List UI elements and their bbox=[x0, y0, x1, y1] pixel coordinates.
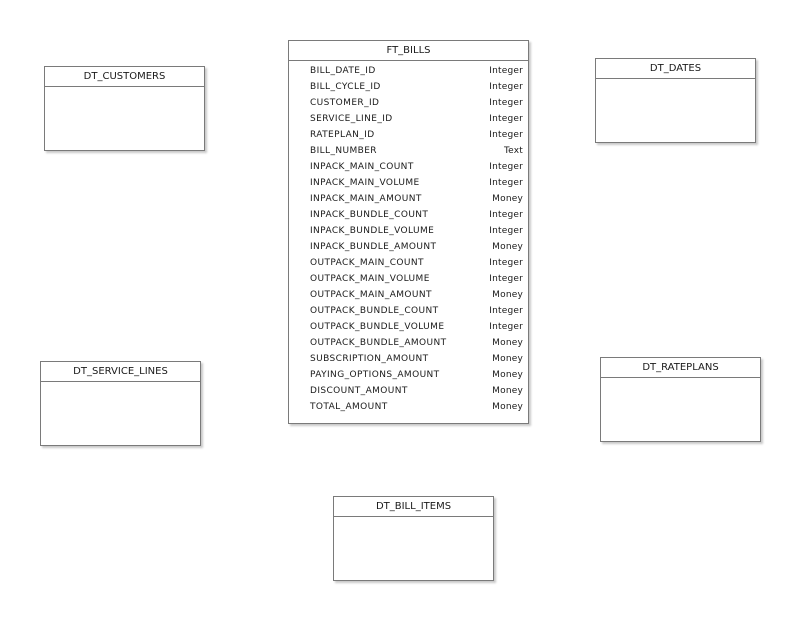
field-name: INPACK_MAIN_VOLUME bbox=[310, 178, 420, 188]
field-row[interactable]: INPACK_MAIN_AMOUNT Money bbox=[289, 191, 528, 207]
field-row[interactable]: CUSTOMER_ID Integer bbox=[289, 95, 528, 111]
field-row[interactable]: INPACK_MAIN_COUNT Integer bbox=[289, 159, 528, 175]
field-row[interactable]: BILL_DATE_ID Integer bbox=[289, 63, 528, 79]
field-type: Integer bbox=[489, 66, 523, 76]
field-name: SUBSCRIPTION_AMOUNT bbox=[310, 354, 429, 364]
entity-title-dt-rateplans: DT_RATEPLANS bbox=[601, 358, 760, 378]
field-row[interactable]: OUTPACK_MAIN_COUNT Integer bbox=[289, 255, 528, 271]
field-row[interactable]: BILL_NUMBER Text bbox=[289, 143, 528, 159]
field-name: SERVICE_LINE_ID bbox=[310, 114, 393, 124]
entity-title-dt-service-lines: DT_SERVICE_LINES bbox=[41, 362, 200, 382]
entity-dt-dates[interactable]: DT_DATES bbox=[595, 58, 756, 143]
field-type: Integer bbox=[489, 258, 523, 268]
field-name: DISCOUNT_AMOUNT bbox=[310, 386, 408, 396]
field-name: INPACK_BUNDLE_COUNT bbox=[310, 210, 429, 220]
field-row[interactable]: RATEPLAN_ID Integer bbox=[289, 127, 528, 143]
field-type: Money bbox=[492, 402, 523, 412]
field-row[interactable]: DISCOUNT_AMOUNT Money bbox=[289, 383, 528, 399]
entity-dt-service-lines[interactable]: DT_SERVICE_LINES bbox=[40, 361, 201, 446]
field-name: OUTPACK_BUNDLE_VOLUME bbox=[310, 322, 445, 332]
field-name: OUTPACK_MAIN_VOLUME bbox=[310, 274, 430, 284]
field-row[interactable]: SUBSCRIPTION_AMOUNT Money bbox=[289, 351, 528, 367]
field-row[interactable]: INPACK_MAIN_VOLUME Integer bbox=[289, 175, 528, 191]
field-row[interactable]: PAYING_OPTIONS_AMOUNT Money bbox=[289, 367, 528, 383]
entity-dt-rateplans[interactable]: DT_RATEPLANS bbox=[600, 357, 761, 442]
field-type: Money bbox=[492, 242, 523, 252]
field-row[interactable]: OUTPACK_BUNDLE_VOLUME Integer bbox=[289, 319, 528, 335]
field-name: BILL_NUMBER bbox=[310, 146, 377, 156]
field-name: RATEPLAN_ID bbox=[310, 130, 375, 140]
field-type: Integer bbox=[489, 274, 523, 284]
field-row[interactable]: OUTPACK_MAIN_VOLUME Integer bbox=[289, 271, 528, 287]
field-name: BILL_DATE_ID bbox=[310, 66, 376, 76]
field-type: Money bbox=[492, 386, 523, 396]
field-row[interactable]: INPACK_BUNDLE_VOLUME Integer bbox=[289, 223, 528, 239]
field-type: Integer bbox=[489, 306, 523, 316]
entity-title-ft-bills: FT_BILLS bbox=[289, 41, 528, 61]
field-type: Money bbox=[492, 338, 523, 348]
field-name: OUTPACK_MAIN_COUNT bbox=[310, 258, 424, 268]
field-type: Integer bbox=[489, 162, 523, 172]
field-row[interactable]: SERVICE_LINE_ID Integer bbox=[289, 111, 528, 127]
field-name: BILL_CYCLE_ID bbox=[310, 82, 381, 92]
field-type: Money bbox=[492, 370, 523, 380]
field-type: Integer bbox=[489, 178, 523, 188]
field-type: Integer bbox=[489, 82, 523, 92]
entity-title-dt-bill-items: DT_BILL_ITEMS bbox=[334, 497, 493, 517]
field-name: OUTPACK_BUNDLE_COUNT bbox=[310, 306, 439, 316]
entity-dt-bill-items[interactable]: DT_BILL_ITEMS bbox=[333, 496, 494, 581]
field-type: Integer bbox=[489, 98, 523, 108]
field-type: Integer bbox=[489, 210, 523, 220]
field-type: Money bbox=[492, 194, 523, 204]
field-name: CUSTOMER_ID bbox=[310, 98, 380, 108]
entity-title-dt-customers: DT_CUSTOMERS bbox=[45, 67, 204, 87]
field-type: Integer bbox=[489, 322, 523, 332]
entity-dt-customers[interactable]: DT_CUSTOMERS bbox=[44, 66, 205, 151]
field-type: Integer bbox=[489, 226, 523, 236]
field-name: INPACK_BUNDLE_VOLUME bbox=[310, 226, 435, 236]
field-type: Integer bbox=[489, 130, 523, 140]
field-name: INPACK_MAIN_COUNT bbox=[310, 162, 414, 172]
field-name: OUTPACK_MAIN_AMOUNT bbox=[310, 290, 432, 300]
field-name: OUTPACK_BUNDLE_AMOUNT bbox=[310, 338, 447, 348]
field-name: PAYING_OPTIONS_AMOUNT bbox=[310, 370, 440, 380]
field-row[interactable]: OUTPACK_MAIN_AMOUNT Money bbox=[289, 287, 528, 303]
field-type: Money bbox=[492, 354, 523, 364]
field-row[interactable]: TOTAL_AMOUNT Money bbox=[289, 399, 528, 415]
field-row[interactable]: OUTPACK_BUNDLE_COUNT Integer bbox=[289, 303, 528, 319]
field-row[interactable]: INPACK_BUNDLE_AMOUNT Money bbox=[289, 239, 528, 255]
field-name: INPACK_BUNDLE_AMOUNT bbox=[310, 242, 437, 252]
field-row[interactable]: INPACK_BUNDLE_COUNT Integer bbox=[289, 207, 528, 223]
field-row[interactable]: BILL_CYCLE_ID Integer bbox=[289, 79, 528, 95]
entity-title-dt-dates: DT_DATES bbox=[596, 59, 755, 79]
field-name: TOTAL_AMOUNT bbox=[310, 402, 388, 412]
field-type: Money bbox=[492, 290, 523, 300]
field-row[interactable]: OUTPACK_BUNDLE_AMOUNT Money bbox=[289, 335, 528, 351]
field-type: Integer bbox=[489, 114, 523, 124]
field-name: INPACK_MAIN_AMOUNT bbox=[310, 194, 422, 204]
field-type: Text bbox=[503, 146, 523, 156]
